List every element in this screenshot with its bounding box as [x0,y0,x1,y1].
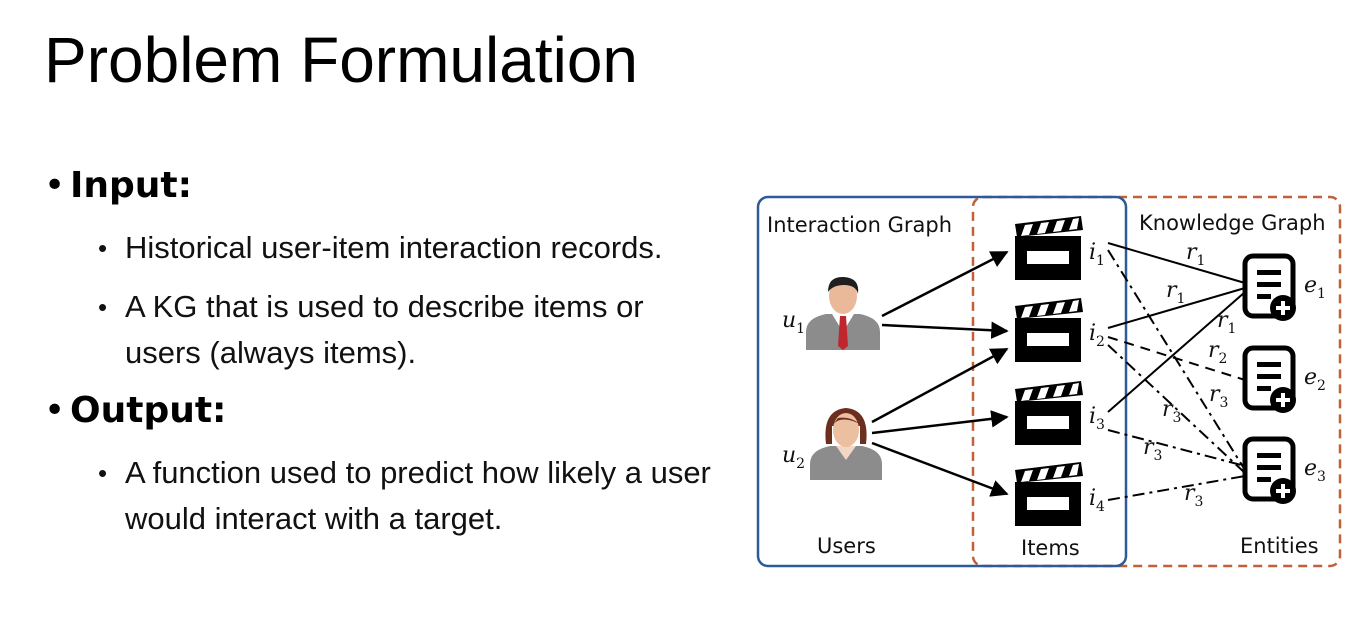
entity-e3-label: e3 [1304,456,1326,485]
clapperboard-icon [1015,216,1083,280]
document-add-icon [1245,348,1296,413]
clapperboard-icon [1015,298,1083,362]
bullet-dot-icon: • [44,165,66,206]
slide-title: Problem Formulation [44,24,638,96]
item-i2-label: i2 [1089,321,1105,350]
input-item-2-text: A KG that is used to describe items or u… [125,289,644,370]
relation-label: r3 [1209,382,1228,411]
interaction-graph-label: Interaction Graph [767,213,952,237]
output-heading-bullet: •Output: [44,390,226,431]
item-i1-label: i1 [1089,240,1105,269]
knowledge-graph-label: Knowledge Graph [1139,211,1326,235]
relation-label: r1 [1166,278,1185,307]
bullet-dot-icon: • [98,233,108,263]
edge-i1-e3 [1107,249,1246,471]
item-i3-label: i3 [1089,404,1105,433]
items-label: Items [1021,536,1080,560]
relation-label: r2 [1208,338,1227,367]
output-item-1: • A function used to predict how likely a… [98,450,738,542]
edge-i1-e1 [1107,242,1246,284]
input-heading: Input: [70,165,193,206]
entity-e1-label: e1 [1304,273,1326,302]
knowledge-graph-frame [971,195,1342,568]
edge-u2-i4 [871,441,1009,497]
output-item-1-text: A function used to predict how likely a … [125,455,711,536]
input-item-1: • Historical user-item interaction record… [98,225,738,271]
input-item-1-text: Historical user-item interaction records… [125,230,663,265]
interaction-graph-frame [756,195,1128,568]
input-heading-bullet: •Input: [44,165,192,206]
edge-u2-i2 [871,347,1009,424]
document-add-icon [1245,256,1296,321]
entities-label: Entities [1240,534,1319,558]
edge-i2-e3 [1107,344,1246,474]
users-label: Users [817,534,876,558]
edge-i3-e3 [1107,429,1246,467]
edge-i3-e1 [1107,291,1246,413]
bullet-dot-icon: • [98,458,108,488]
user-u1-label: u1 [782,308,805,337]
relation-label: r3 [1184,481,1203,510]
bullet-dot-icon: • [98,292,108,322]
clapperboard-icon [1015,462,1083,526]
edge-u2-i3 [871,410,1009,435]
output-heading: Output: [70,390,227,431]
edge-u1-i1 [881,250,1009,318]
document-add-icon [1245,439,1296,504]
entity-e2-label: e2 [1304,365,1326,394]
input-item-2: • A KG that is used to describe items or … [98,284,738,376]
item-i4-label: i4 [1089,486,1105,515]
edge-u1-i2 [881,321,1009,339]
edge-i4-e3 [1107,475,1246,501]
relation-label: r3 [1162,397,1181,426]
relation-label: r1 [1186,240,1205,269]
edge-i2-e1 [1107,287,1246,329]
relation-label: r3 [1143,435,1162,464]
user-u2-label: u2 [782,443,805,472]
bullet-dot-icon: • [44,390,66,431]
clapperboard-icon [1015,381,1083,445]
male-user-icon [806,276,880,350]
female-user-icon [810,408,882,480]
relation-label: r1 [1217,308,1236,337]
